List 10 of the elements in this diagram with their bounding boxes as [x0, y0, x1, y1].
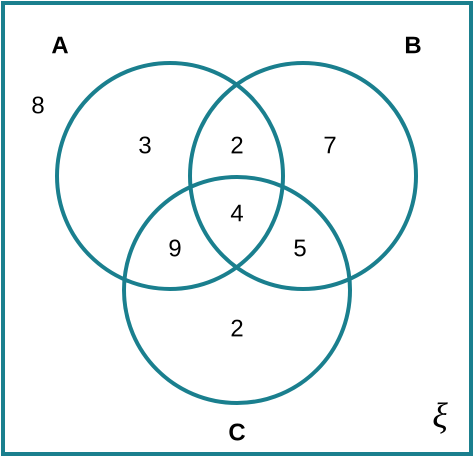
region-count: 9 — [169, 240, 181, 256]
region-count: 2 — [232, 320, 242, 336]
node-label: A — [52, 36, 68, 54]
region-count: 3 — [139, 136, 151, 154]
node-label: B — [406, 36, 421, 54]
region-count: 7 — [324, 136, 336, 154]
region-count: 5 — [294, 240, 306, 256]
region-count: 2 — [232, 136, 242, 154]
node-label: C — [229, 424, 245, 440]
region-count: 4 — [230, 204, 243, 222]
